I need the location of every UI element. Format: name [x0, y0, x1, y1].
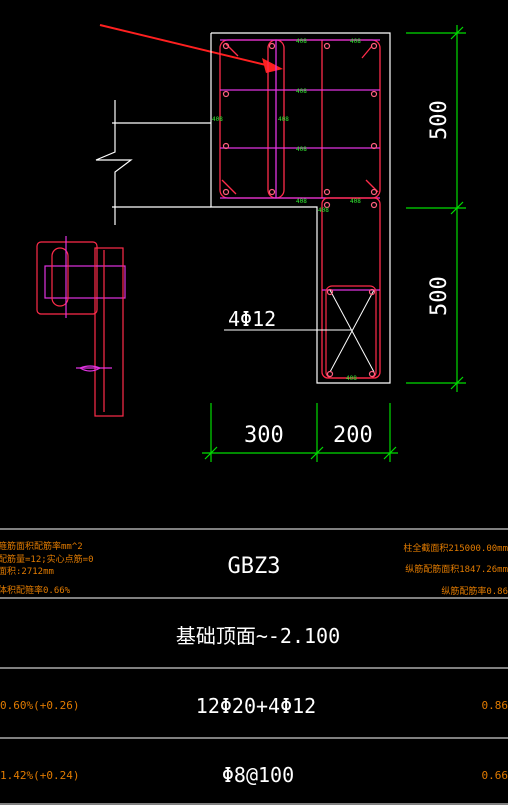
svg-text:408: 408	[296, 88, 307, 95]
svg-text:408: 408	[350, 38, 361, 45]
row1-title: GBZ3	[228, 554, 281, 579]
row1-left-line-2: 配筋量=12;实心点筋=0	[0, 553, 94, 565]
table-row-1: 箍筋面积配筋率mm^2 配筋量=12;实心点筋=0 面积:2712mm 体积配箍…	[0, 540, 508, 597]
table-row-4: 1.42%(+0.24) Φ8@100 0.66	[0, 763, 508, 787]
svg-text:408: 408	[296, 146, 307, 153]
dim-right-upper: 500	[427, 100, 452, 140]
table-row-3: 0.60%(+0.26) 12Φ20+4Φ12 0.86	[0, 694, 508, 718]
svg-text:408: 408	[350, 198, 361, 205]
rebar-callout: 4Φ12	[224, 307, 352, 331]
table-row-2: 基础顶面~-2.100	[176, 624, 340, 648]
rebar-cage-upper	[219, 39, 381, 199]
row3-right: 0.86	[482, 699, 508, 712]
pointer-arrow	[99, 24, 283, 73]
svg-text:408: 408	[296, 38, 307, 45]
bar-tags: 408 408 408 408 408 408 408 408 408 408	[212, 38, 361, 382]
row1-left-line-1: 箍筋面积配筋率mm^2	[0, 540, 83, 552]
dimension-labels: 500 500 300 200	[244, 100, 452, 448]
wall-break-line	[95, 100, 211, 225]
dim-bottom-right: 200	[333, 423, 373, 448]
svg-text:408: 408	[318, 207, 329, 214]
row1-right-line-1: 柱全截面积215000.00mm	[403, 542, 508, 554]
callout-text: 4Φ12	[228, 307, 276, 331]
row4-stirrup: Φ8@100	[222, 763, 294, 787]
svg-text:408: 408	[278, 116, 289, 123]
svg-text:408: 408	[346, 375, 357, 382]
svg-text:408: 408	[212, 116, 223, 123]
stirrup-detail-sketch	[36, 236, 126, 417]
rebar-cage-lower	[321, 197, 381, 379]
schedule-table-lines	[0, 528, 508, 805]
row1-left-line-3: 面积:2712mm	[0, 565, 54, 577]
row4-right: 0.66	[482, 769, 508, 782]
row1-right-line-3: 纵筋配筋率0.86	[441, 585, 508, 597]
row1-right-line-2: 纵筋配筋面积1847.26mm	[405, 563, 508, 575]
row3-longitudinal-rebar: 12Φ20+4Φ12	[196, 694, 316, 718]
row3-left: 0.60%(+0.26)	[0, 699, 79, 712]
dim-bottom-left: 300	[244, 423, 284, 448]
svg-text:408: 408	[296, 198, 307, 205]
dim-right-lower: 500	[427, 276, 452, 316]
rebar-dots	[222, 42, 378, 378]
row1-left-line-4: 体积配箍率0.66%	[0, 584, 71, 596]
dimension-lines	[202, 25, 466, 462]
row4-left: 1.42%(+0.24)	[0, 769, 79, 782]
row2-elevation: 基础顶面~-2.100	[176, 624, 340, 648]
